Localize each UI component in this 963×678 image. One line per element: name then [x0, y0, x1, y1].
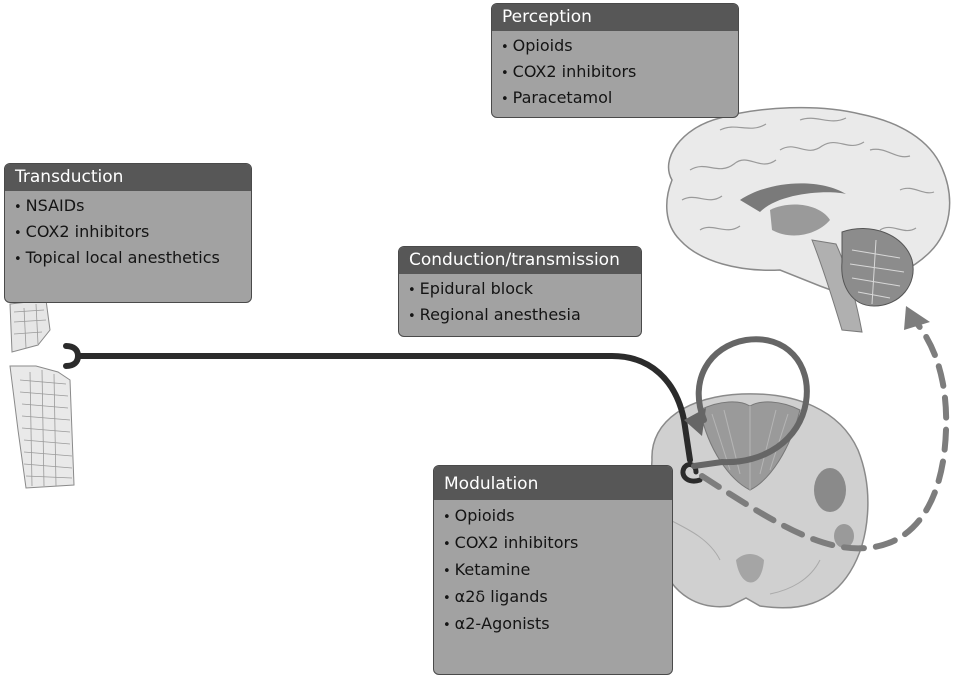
list-item: •Epidural block	[408, 279, 534, 298]
list-item: •Regional anesthesia	[408, 305, 581, 324]
perception-title: Perception	[492, 4, 738, 31]
list-item: •Opioids	[443, 506, 515, 525]
list-item: •Opioids	[501, 36, 573, 55]
brain-sagittal-illustration	[666, 106, 951, 333]
modulation-loop-arrowhead-icon	[684, 408, 706, 436]
conduction-title: Conduction/transmission	[399, 247, 641, 274]
perception-list: •Opioids •COX2 inhibitors •Paracetamol	[492, 31, 738, 111]
ascending-perception-arrowhead-icon	[904, 306, 930, 330]
list-item: •α2δ ligands	[443, 587, 548, 606]
perception-box: Perception •Opioids •COX2 inhibitors •Pa…	[491, 3, 739, 118]
transduction-title: Transduction	[5, 164, 251, 191]
conduction-list: •Epidural block •Regional anesthesia	[399, 274, 641, 328]
pain-signal-pathway-arrow	[63, 343, 693, 463]
modulation-loop-arrow	[691, 336, 810, 469]
list-item: •α2-Agonists	[443, 614, 550, 633]
modulation-list: •Opioids •COX2 inhibitors •Ketamine •α2δ…	[434, 500, 672, 637]
spinal-cord-cross-section-illustration	[649, 393, 869, 609]
modulation-title: Modulation	[434, 466, 672, 500]
skin-tissue-illustration	[9, 299, 75, 489]
list-item: •Topical local anesthetics	[14, 248, 220, 267]
list-item: •NSAIDs	[14, 196, 85, 215]
ascending-perception-arrow	[699, 317, 950, 552]
list-item: •COX2 inhibitors	[443, 533, 579, 552]
conduction-transmission-box: Conduction/transmission •Epidural block …	[398, 246, 642, 337]
transduction-box: Transduction •NSAIDs •COX2 inhibitors •T…	[4, 163, 252, 303]
list-item: •Paracetamol	[501, 88, 613, 107]
list-item: •COX2 inhibitors	[14, 222, 150, 241]
list-item: •COX2 inhibitors	[501, 62, 637, 81]
list-item: •Ketamine	[443, 560, 531, 579]
modulation-box: Modulation •Opioids •COX2 inhibitors •Ke…	[433, 465, 673, 675]
transduction-list: •NSAIDs •COX2 inhibitors •Topical local …	[5, 191, 251, 271]
